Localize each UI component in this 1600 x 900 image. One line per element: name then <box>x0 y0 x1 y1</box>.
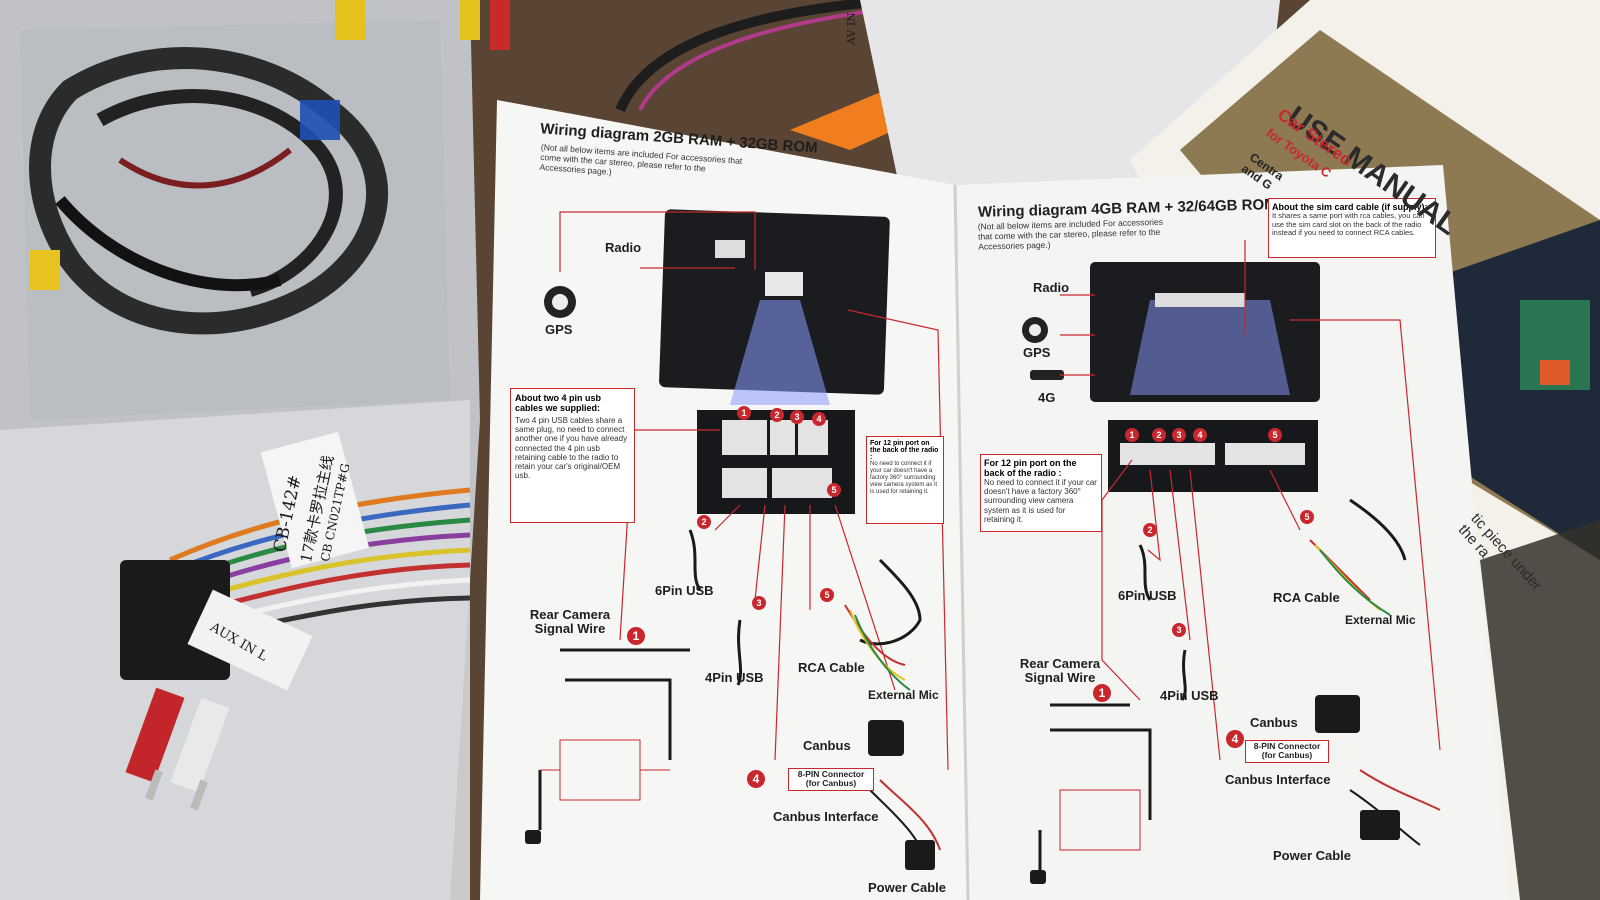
right-badge-rca: 5 <box>1300 510 1314 524</box>
left-pin-note-title: For 12 pin port on the back of the radio… <box>870 440 939 461</box>
right-rca-label: RCA Cable <box>1273 590 1340 605</box>
right-power-label: Power Cable <box>1273 848 1352 863</box>
right-4g-label: 4G <box>1038 390 1056 405</box>
right-badge-port-2: 2 <box>1152 428 1166 442</box>
left-usb-note-body: Two 4 pin USB cables share a same plug, … <box>515 416 628 481</box>
right-usb6-label: 6Pin USB <box>1118 588 1177 603</box>
right-badge-port-1: 1 <box>1125 428 1139 442</box>
right-badge-usb4: 3 <box>1172 623 1186 637</box>
right-pin-note-body: No need to connect it if your car doesn'… <box>984 478 1097 524</box>
right-page-subtitle: (Not all below items are included For ac… <box>977 216 1164 252</box>
left-usb-note: About two 4 pin usb cables we supplied: … <box>510 388 635 523</box>
left-badge-port-2: 2 <box>770 408 784 422</box>
left-badge-camera: 1 <box>627 627 645 645</box>
left-usb6-label: 6Pin USB <box>655 583 714 598</box>
right-badge-port-4: 4 <box>1193 428 1207 442</box>
left-mic-label: External Mic <box>868 688 939 702</box>
left-radio-label: Radio <box>605 240 642 255</box>
left-usb-note-title: About two 4 pin usb cables we supplied: <box>515 393 601 413</box>
left-badge-port-4: 4 <box>812 412 826 426</box>
right-mic-label: External Mic <box>1345 613 1416 627</box>
right-canbus-interface-label: Canbus Interface <box>1225 772 1331 787</box>
left-badge-usb6: 2 <box>697 515 711 529</box>
right-sim-note: About the sim card cable (if supply): It… <box>1268 198 1436 258</box>
left-gps-label: GPS <box>545 322 573 337</box>
left-badge-port-3: 3 <box>790 410 804 424</box>
right-badge-camera: 1 <box>1093 684 1111 702</box>
right-sim-note-title: About the sim card cable (if supply): <box>1272 202 1428 212</box>
right-rear-camera-label: Rear Camera Signal Wire <box>1019 656 1101 685</box>
right-badge-canbus: 4 <box>1226 730 1244 748</box>
left-badge-port-1: 1 <box>737 406 751 420</box>
left-usb4-label: 4Pin USB <box>705 670 764 685</box>
right-usb4-label: 4Pin USB <box>1160 688 1219 703</box>
left-rear-camera-label: Rear Camera Signal Wire <box>529 607 611 636</box>
left-canbus-label: Canbus <box>803 738 851 753</box>
left-badge-usb4: 3 <box>752 596 766 610</box>
right-canbus-label: Canbus <box>1250 715 1298 730</box>
right-gps-label: GPS <box>1023 345 1051 360</box>
right-radio-label: Radio <box>1033 280 1070 295</box>
left-badge-rca: 5 <box>820 588 834 602</box>
left-canbus-interface-label: Canbus Interface <box>773 809 879 824</box>
right-connector-label: 8-PIN Connector (for Canbus) <box>1245 740 1329 763</box>
left-badge-port-5: 5 <box>827 483 841 497</box>
av-tag: AV IN R <box>845 0 858 45</box>
left-pin-note-body: No need to connect it if your car doesn'… <box>870 461 938 495</box>
right-pin-note-title: For 12 pin port on the back of the radio… <box>984 458 1077 478</box>
left-power-label: Power Cable <box>868 880 947 895</box>
right-pin-note: For 12 pin port on the back of the radio… <box>980 454 1102 532</box>
right-badge-port-5: 5 <box>1268 428 1282 442</box>
left-connector-label: 8-PIN Connector (for Canbus) <box>788 768 874 791</box>
left-rca-label: RCA Cable <box>798 660 865 675</box>
right-sim-note-body: It shares a same port with rca cables, y… <box>1272 211 1425 238</box>
right-badge-port-3: 3 <box>1172 428 1186 442</box>
left-badge-canbus: 4 <box>747 770 765 788</box>
right-badge-usb6: 2 <box>1143 523 1157 537</box>
left-pin-note: For 12 pin port on the back of the radio… <box>866 436 944 524</box>
